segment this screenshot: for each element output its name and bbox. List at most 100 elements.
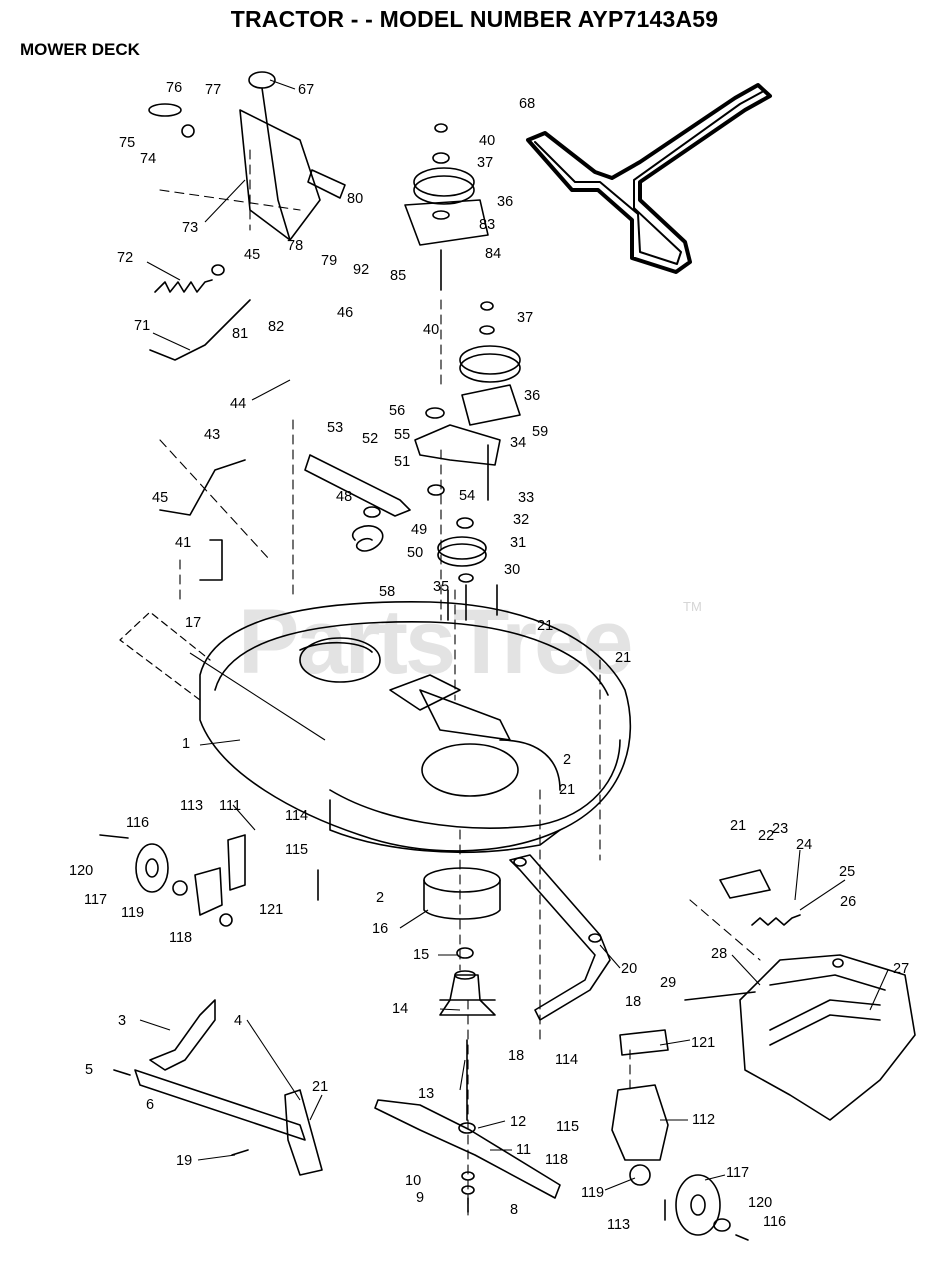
idler-arm-part (414, 407, 501, 501)
callout-26: 26 (840, 894, 857, 910)
callout-43: 43 (204, 427, 221, 443)
left-gauge-wheel (99, 834, 319, 927)
callout-119: 119 (121, 905, 145, 921)
callout-118-lower: 118 (545, 1152, 569, 1168)
callout-83: 83 (479, 217, 496, 233)
callout-79: 79 (321, 253, 338, 269)
callout-21: 21 (537, 618, 554, 634)
section-title: MOWER DECK (20, 40, 140, 59)
callout-24: 24 (796, 837, 813, 853)
callout-32: 32 (513, 512, 530, 528)
callout-113: 113 (180, 798, 204, 814)
callout-2: 2 (563, 752, 572, 768)
callout-55: 55 (394, 427, 411, 443)
stabilizer-arm (509, 854, 611, 1021)
callout-19: 19 (176, 1153, 193, 1169)
callout-48: 48 (336, 489, 353, 505)
callout-21-e: 21 (312, 1079, 329, 1095)
v-belt-part (526, 83, 772, 274)
callout-25: 25 (839, 864, 856, 880)
callout-111: 111 (219, 798, 242, 814)
callout-2-lower: 2 (376, 890, 385, 906)
callout-84: 84 (485, 246, 502, 262)
callout-37: 37 (477, 155, 494, 171)
callout-36: 36 (497, 194, 514, 210)
callout-22: 22 (758, 828, 775, 844)
callout-18-b: 18 (508, 1048, 525, 1064)
callout-75: 75 (119, 135, 136, 151)
linkage-rods (149, 299, 251, 581)
callout-45-lower: 45 (152, 490, 169, 506)
watermark-trademark: TM (683, 599, 702, 614)
assembly-guide-lines (159, 149, 761, 1216)
second-idler-pulley (459, 301, 521, 426)
callout-37-lower: 37 (517, 310, 534, 326)
callout-49: 49 (411, 522, 428, 538)
callout-30: 30 (504, 562, 521, 578)
callout-113-lower: 113 (607, 1217, 631, 1233)
callout-121: 121 (259, 902, 284, 918)
callout-53: 53 (327, 420, 344, 436)
callout-12: 12 (510, 1114, 527, 1130)
callout-23: 23 (772, 821, 789, 837)
callout-34: 34 (510, 435, 527, 451)
callout-81: 81 (232, 326, 249, 342)
callout-29: 29 (660, 975, 677, 991)
callout-77: 77 (205, 82, 222, 98)
callout-9: 9 (416, 1190, 425, 1206)
callout-46: 46 (337, 305, 354, 321)
callout-17: 17 (185, 615, 202, 631)
callout-114-lower: 114 (555, 1052, 579, 1068)
callout-116: 116 (126, 815, 150, 831)
callout-1: 1 (182, 736, 191, 752)
spindle-pulley (437, 517, 498, 621)
callout-67: 67 (298, 82, 315, 98)
page-title: TRACTOR - - MODEL NUMBER AYP7143A59 (230, 6, 719, 32)
callout-92: 92 (353, 262, 370, 278)
callout-21-b: 21 (615, 650, 632, 666)
callout-54: 54 (459, 488, 476, 504)
front-hanger-bracket (113, 999, 323, 1176)
callout-41: 41 (175, 535, 192, 551)
callout-115: 115 (285, 842, 309, 858)
callout-74: 74 (140, 151, 157, 167)
callout-21-c: 21 (559, 782, 576, 798)
callout-21-d: 21 (730, 818, 747, 834)
callout-35: 35 (433, 579, 450, 595)
callout-73: 73 (182, 220, 199, 236)
lift-handle-part (148, 71, 346, 241)
callout-56: 56 (389, 403, 406, 419)
callout-82: 82 (268, 319, 285, 335)
callout-40: 40 (479, 133, 496, 149)
callout-33: 33 (518, 490, 535, 506)
callout-80: 80 (347, 191, 364, 207)
callout-117-lower: 117 (726, 1165, 750, 1181)
callout-31: 31 (510, 535, 527, 551)
callout-120: 120 (69, 863, 94, 879)
callout-118: 118 (169, 930, 193, 946)
right-gauge-wheel (611, 1029, 749, 1241)
callout-85: 85 (390, 268, 407, 284)
callout-58: 58 (379, 584, 396, 600)
callout-36-lower: 36 (524, 388, 541, 404)
callout-13: 13 (418, 1086, 435, 1102)
mower-blade (374, 1099, 561, 1213)
callout-117: 117 (84, 892, 108, 908)
callout-3: 3 (118, 1013, 127, 1029)
callout-40-lower: 40 (423, 322, 440, 338)
callout-71: 71 (134, 318, 151, 334)
idler-bracket-part (304, 454, 411, 552)
callout-51: 51 (394, 454, 411, 470)
callout-16: 16 (372, 921, 389, 937)
callout-59: 59 (532, 424, 549, 440)
callout-112: 112 (692, 1112, 716, 1128)
callout-28: 28 (711, 946, 728, 962)
callout-27: 27 (893, 961, 910, 977)
callout-78: 78 (287, 238, 304, 254)
watermark: PartsTree (238, 591, 633, 693)
spring-part (154, 264, 225, 293)
callout-45: 45 (244, 247, 261, 263)
